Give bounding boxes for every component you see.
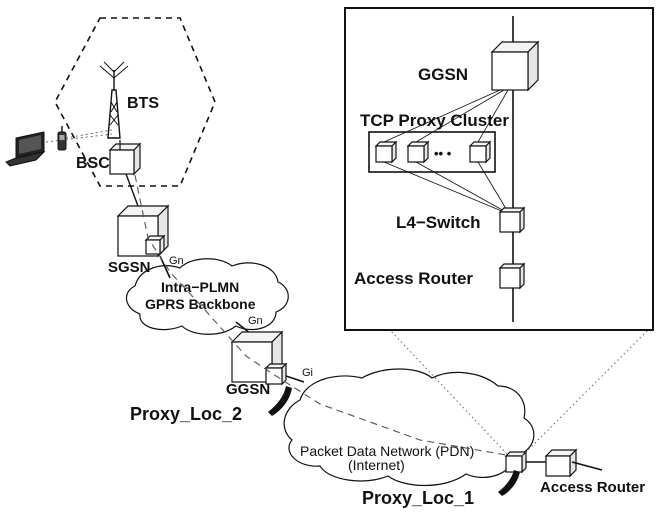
proxy-loc-2-label: Proxy_Loc_2 [130, 404, 242, 424]
inset-access-router-node [498, 262, 526, 290]
inset-fan-lines [383, 89, 509, 213]
inset-l4-switch-node [498, 206, 526, 234]
pdn-cloud [283, 368, 535, 487]
laptop-icon [5, 131, 46, 167]
gn-sgsn-label: Gn [169, 255, 184, 267]
bts-label: BTS [127, 95, 159, 112]
bsc-node [108, 142, 142, 176]
backbone-label-line1: Intra−PLMN [161, 279, 239, 295]
access-router-node [544, 448, 578, 478]
ggsn-pdn-link [285, 375, 305, 383]
bsc-label: BSC [76, 155, 110, 172]
pdn-proxy-node [504, 450, 528, 474]
sgsn-label: SGSN [108, 259, 151, 276]
cell-hexagon [54, 17, 216, 187]
proxy-ellipsis: •• • [434, 146, 452, 161]
inset-access-router-label: Access Router [354, 269, 473, 288]
zoom-line-left [389, 329, 508, 455]
sgsn-node [116, 204, 170, 258]
inset-ggsn-label: GGSN [418, 65, 468, 84]
backbone-label-line2: GPRS Backbone [145, 296, 256, 312]
zoom-line-right [521, 329, 649, 457]
ggsn-node [230, 330, 288, 386]
tcp-proxy-cluster-box [368, 131, 496, 173]
curved-arrow-icon [268, 386, 292, 416]
proxy-loc-1-label: Proxy_Loc_1 [362, 488, 474, 508]
ggsn-label: GGSN [226, 381, 270, 398]
data-path-dashed [134, 174, 513, 457]
inset-l4-switch-label: L4−Switch [396, 213, 481, 232]
inset-tcp-proxy-label: TCP Proxy Cluster [360, 111, 509, 130]
gprs-backbone-cloud [126, 258, 289, 335]
curved-arrow-icon-2 [498, 470, 520, 496]
pdn-label-line1: Packet Data Network (PDN) [300, 443, 474, 459]
access-router-label: Access Router [540, 479, 645, 496]
proxy-server-2 [406, 140, 430, 164]
mobile-phone-icon [57, 126, 67, 151]
gn-ggsn-label: Gn [248, 315, 263, 327]
pdn-label-line2: (Internet) [348, 457, 405, 473]
radio-link-laptop [45, 133, 113, 143]
access-router-uplink [571, 461, 603, 471]
proxy-server-n [468, 140, 492, 164]
antenna-tower-icon [99, 61, 129, 139]
proxy-server-1 [374, 140, 398, 164]
bsc-sgsn-link [125, 173, 139, 207]
gi-label: Gi [302, 367, 313, 379]
inset-ggsn-node [490, 40, 540, 92]
